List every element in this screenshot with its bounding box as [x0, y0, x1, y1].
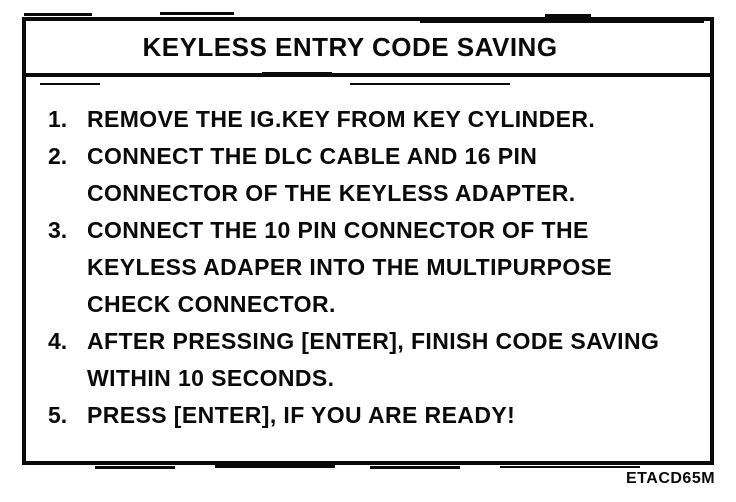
step-text: REMOVE THE IG.KEY FROM KEY CYLINDER.: [87, 106, 596, 132]
step-text: KEYLESS ADAPER INTO THE MULTIPURPOSE: [87, 254, 613, 280]
scan-artifact: [500, 466, 640, 468]
scan-artifact: [262, 72, 332, 75]
figure-code-label: ETACD65M: [626, 470, 716, 487]
scan-artifact: [24, 13, 92, 16]
step-number: 5.: [48, 402, 68, 428]
step-number: 3.: [48, 217, 68, 243]
instruction-panel: KEYLESS ENTRY CODE SAVING 1. REMOVE THE …: [22, 17, 714, 465]
panel-header: KEYLESS ENTRY CODE SAVING: [26, 21, 710, 77]
step-text: CONNECT THE 10 PIN CONNECTOR OF THE: [87, 217, 589, 243]
scan-artifact: [215, 465, 335, 468]
step-text: CHECK CONNECTOR.: [87, 291, 336, 317]
step-number: 1.: [48, 106, 68, 132]
step-text: CONNECT THE DLC CABLE AND 16 PIN: [87, 143, 538, 169]
instruction-list: 1. REMOVE THE IG.KEY FROM KEY CYLINDER. …: [26, 77, 710, 434]
list-item: 2. CONNECT THE DLC CABLE AND 16 PIN CONN…: [48, 138, 700, 212]
step-number: 4.: [48, 328, 68, 354]
scan-artifact: [160, 12, 234, 15]
list-item: 1. REMOVE THE IG.KEY FROM KEY CYLINDER.: [48, 101, 700, 138]
list-item: 5. PRESS [ENTER], IF YOU ARE READY!: [48, 397, 700, 434]
page-title: KEYLESS ENTRY CODE SAVING: [142, 31, 558, 62]
step-text: CONNECTOR OF THE KEYLESS ADAPTER.: [87, 180, 576, 206]
step-text: AFTER PRESSING [ENTER], FINISH CODE SAVI…: [87, 328, 660, 354]
scan-artifact: [40, 83, 100, 85]
scan-artifact: [420, 20, 704, 23]
step-number: 2.: [48, 143, 68, 169]
step-text: PRESS [ENTER], IF YOU ARE READY!: [87, 402, 516, 428]
list-item: 4. AFTER PRESSING [ENTER], FINISH CODE S…: [48, 323, 700, 397]
step-text: WITHIN 10 SECONDS.: [87, 365, 335, 391]
list-item: 3. CONNECT THE 10 PIN CONNECTOR OF THE K…: [48, 212, 700, 323]
scan-artifact: [128, 74, 248, 77]
scan-artifact: [545, 14, 591, 17]
scan-artifact: [95, 466, 175, 469]
scan-artifact: [350, 83, 510, 85]
scan-artifact: [370, 466, 460, 469]
